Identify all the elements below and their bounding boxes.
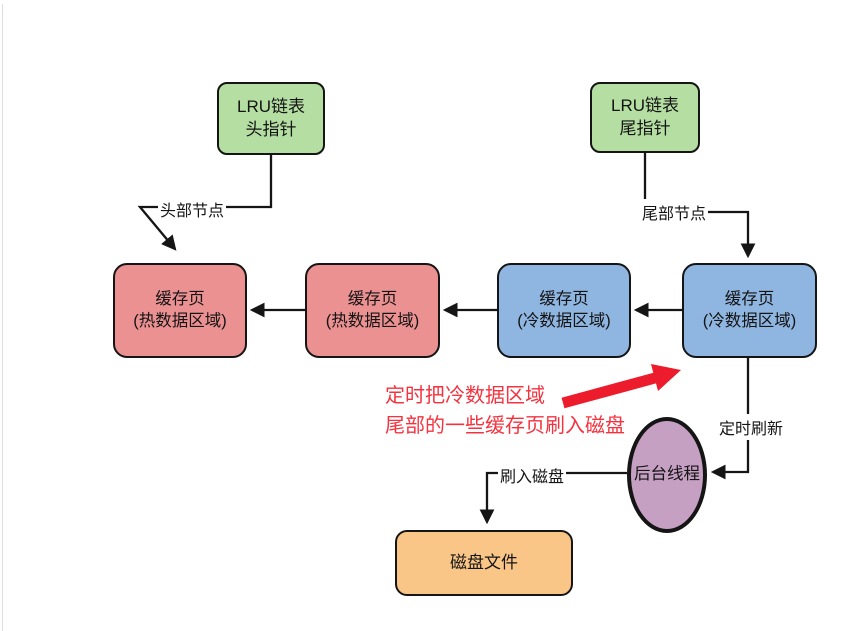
lru-head-pointer-line1: LRU链表 bbox=[236, 97, 305, 117]
annotation-text: 定时把冷数据区域 尾部的一些缓存页刷入磁盘 bbox=[385, 381, 625, 441]
cache-page-region: (冷数据区域) bbox=[517, 311, 611, 330]
tail-node-edge-label: 尾部节点 bbox=[639, 199, 709, 225]
lru-tail-pointer-node: LRU链表 尾指针 bbox=[590, 82, 700, 153]
timed-refresh-edge-label: 定时刷新 bbox=[716, 414, 786, 440]
lru-head-pointer-line2: 头指针 bbox=[245, 119, 297, 139]
head-node-edge-label: 头部节点 bbox=[157, 196, 227, 222]
lru-tail-pointer-line2: 尾指针 bbox=[619, 118, 671, 138]
cache-page-cold-2: 缓存页 (冷数据区域) bbox=[682, 263, 817, 358]
lru-tail-pointer-line1: LRU链表 bbox=[610, 96, 679, 116]
cache-page-cold-1: 缓存页 (冷数据区域) bbox=[497, 263, 631, 358]
background-thread-node: 后台线程 bbox=[627, 417, 707, 533]
cache-page-hot-2: 缓存页 (热数据区域) bbox=[305, 263, 440, 358]
disk-file-label: 磁盘文件 bbox=[450, 552, 518, 572]
cache-page-label: 缓存页 bbox=[539, 289, 589, 308]
annotation-line1: 定时把冷数据区域 bbox=[385, 385, 545, 407]
flush-to-disk-edge-label: 刷入磁盘 bbox=[497, 462, 567, 488]
disk-file-node: 磁盘文件 bbox=[395, 530, 573, 596]
cache-page-region: (冷数据区域) bbox=[702, 311, 797, 330]
annotation-line2: 尾部的一些缓存页刷入磁盘 bbox=[385, 415, 625, 437]
cache-page-hot-1: 缓存页 (热数据区域) bbox=[113, 263, 247, 358]
cache-page-region: (热数据区域) bbox=[133, 311, 227, 330]
cache-page-label: 缓存页 bbox=[724, 289, 775, 308]
cache-page-label: 缓存页 bbox=[155, 289, 205, 308]
lru-head-pointer-node: LRU链表 头指针 bbox=[217, 82, 325, 155]
background-thread-label: 后台线程 bbox=[634, 465, 700, 484]
page-left-border bbox=[2, 4, 3, 631]
cache-page-region: (热数据区域) bbox=[325, 311, 420, 330]
cache-page-label: 缓存页 bbox=[347, 289, 398, 308]
